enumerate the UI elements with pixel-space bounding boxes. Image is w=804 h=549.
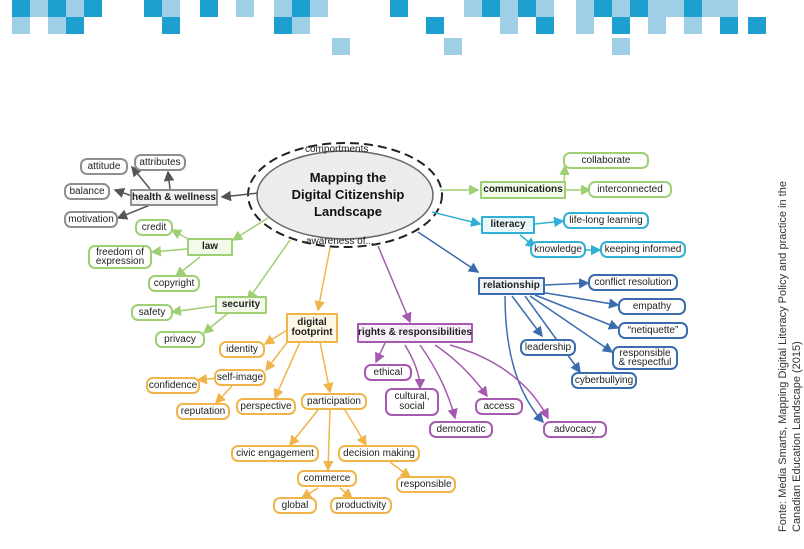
node-collaborate: collaborate: [563, 152, 649, 169]
node-democratic: democratic: [429, 421, 493, 438]
mosaic-square: [612, 17, 630, 34]
node-balance: balance: [64, 183, 110, 200]
node-participation: participation: [301, 393, 367, 410]
node-cultural-social: cultural, social: [385, 388, 439, 416]
mosaic-square: [720, 0, 738, 17]
source-caption: Fonte: Media Smarts, Mapping Digital Lit…: [777, 181, 803, 532]
node-netiquette: “netiquette”: [618, 322, 688, 339]
mosaic-square: [684, 0, 702, 17]
mosaic-square: [464, 0, 482, 17]
center-ellipse-inner: [256, 150, 434, 240]
node-commerce: commerce: [297, 470, 357, 487]
mosaic-square: [518, 0, 536, 17]
mosaic-square: [292, 17, 310, 34]
mosaic-square: [48, 17, 66, 34]
node-access: access: [475, 398, 523, 415]
mosaic-square: [12, 17, 30, 34]
mosaic-square: [162, 17, 180, 34]
center-ellipse-outer: [247, 142, 443, 248]
mosaic-square: [274, 0, 292, 17]
mosaic-square: [720, 17, 738, 34]
node-global: global: [273, 497, 317, 514]
node-keeping-informed: keeping informed: [600, 241, 686, 258]
node-copyright: copyright: [148, 275, 200, 292]
node-motivation: motivation: [64, 211, 118, 228]
category-law: law: [187, 238, 233, 256]
mosaic-square: [66, 17, 84, 34]
category-communications: communications: [480, 181, 566, 199]
node-empathy: empathy: [618, 298, 686, 315]
mosaic-square: [84, 0, 102, 17]
mosaic-square: [332, 38, 350, 55]
node-identity: identity: [219, 341, 265, 358]
mosaic-square: [444, 38, 462, 55]
node-ethical: ethical: [364, 364, 412, 381]
mosaic-square: [500, 17, 518, 34]
mosaic-square: [666, 0, 684, 17]
mosaic-square: [612, 38, 630, 55]
category-security: security: [215, 296, 267, 314]
node-cyberbullying: cyberbullying: [571, 372, 637, 389]
mosaic-square: [200, 0, 218, 17]
mosaic-square: [612, 0, 630, 17]
category-literacy: literacy: [481, 216, 535, 234]
mosaic-square: [630, 0, 648, 17]
category-rights-responsibilities: rights & responsibilities: [357, 323, 473, 343]
node-leadership: leadership: [520, 339, 576, 356]
node-attributes: attributes: [134, 154, 186, 171]
mosaic-square: [500, 0, 518, 17]
node-advocacy: advocacy: [543, 421, 607, 438]
mosaic-square: [426, 17, 444, 34]
mosaic-square: [390, 0, 408, 17]
category-health-wellness: health & wellness: [130, 189, 218, 206]
node-conflict-resolution: conflict resolution: [588, 274, 678, 291]
node-interconnected: interconnected: [588, 181, 672, 198]
mosaic-square: [648, 17, 666, 34]
mosaic-square: [12, 0, 30, 17]
mosaic-square: [648, 0, 666, 17]
mind-map-connectors: [113, 142, 620, 499]
mosaic-square: [576, 0, 594, 17]
mosaic-square: [66, 0, 84, 17]
node-confidence: confidence: [146, 377, 200, 394]
mosaic-header-decoration: [0, 0, 787, 60]
node-perspective: perspective: [236, 398, 296, 415]
center-bottom-label: awareness of...: [306, 236, 374, 247]
mosaic-square: [292, 0, 310, 17]
node-civic-engagement: civic engagement: [231, 445, 319, 462]
mosaic-square: [594, 0, 612, 17]
node-freedom-of-expression: freedom of expression: [88, 245, 152, 269]
mosaic-square: [684, 17, 702, 34]
node-self-image: self-image: [214, 369, 266, 386]
center-title: Mapping the Digital Citizenship Landscap…: [291, 170, 405, 219]
node-safety: safety: [131, 304, 173, 321]
mosaic-square: [536, 0, 554, 17]
mosaic-square: [48, 0, 66, 17]
node-privacy: privacy: [155, 331, 205, 348]
mosaic-square: [748, 17, 766, 34]
node-knowledge: knowledge: [530, 241, 586, 258]
category-digital-footprint: digital footprint: [286, 313, 338, 343]
mosaic-square: [576, 17, 594, 34]
node-credit: credit: [135, 219, 173, 236]
node-responsible: responsible: [396, 476, 456, 493]
node-life-long-learning: life-long learning: [563, 212, 649, 229]
mosaic-square: [702, 0, 720, 17]
node-attitude: attitude: [80, 158, 128, 175]
mosaic-square: [144, 0, 162, 17]
node-reputation: reputation: [176, 403, 230, 420]
mosaic-square: [30, 0, 48, 17]
mosaic-square: [536, 17, 554, 34]
center-top-label: comportments: [305, 144, 369, 155]
mosaic-square: [236, 0, 254, 17]
node-productivity: productivity: [330, 497, 392, 514]
category-relationship: relationship: [478, 277, 545, 295]
mosaic-square: [162, 0, 180, 17]
node-decision-making: decision making: [338, 445, 420, 462]
node-responsible-respectful: responsible & respectful: [612, 346, 678, 370]
mosaic-square: [482, 0, 500, 17]
mosaic-square: [310, 0, 328, 17]
mosaic-square: [274, 17, 292, 34]
